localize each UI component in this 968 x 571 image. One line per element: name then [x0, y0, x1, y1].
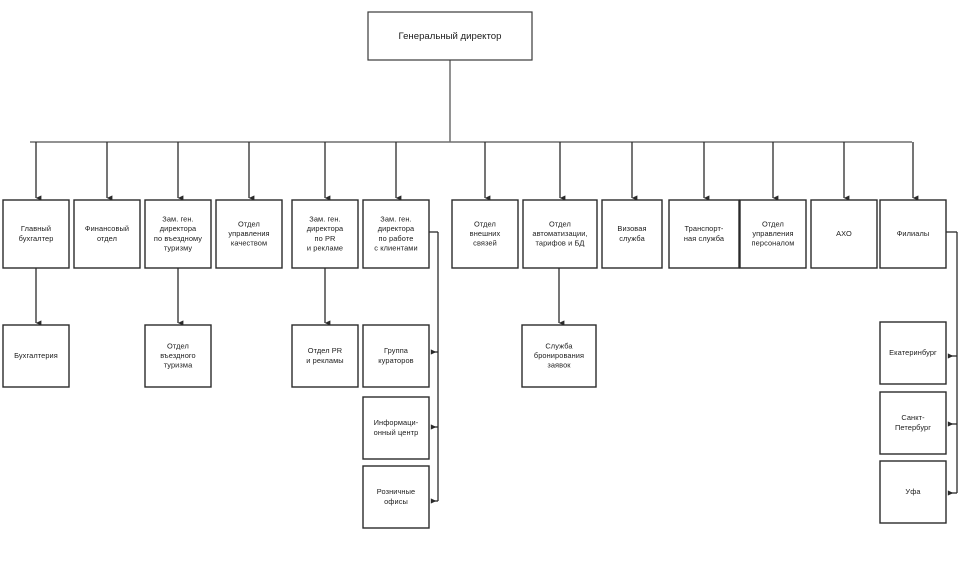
- node-box-deputy-client-work[interactable]: [362, 199, 430, 269]
- node-label-information-center: Информаци-онный центр: [374, 418, 419, 437]
- node-box-yekaterinburg[interactable]: [879, 321, 947, 385]
- node-box-hr-department[interactable]: [739, 199, 807, 269]
- node-label-branches: Филиалы: [897, 229, 930, 238]
- node-box-visa-service[interactable]: [601, 199, 663, 269]
- node-box-ufa[interactable]: [879, 460, 947, 524]
- node-label-transport-service: Транспорт-ная служба: [684, 224, 725, 243]
- node-transport-service[interactable]: Транспорт-ная служба: [668, 199, 740, 269]
- node-box-inbound-tourism[interactable]: [144, 324, 212, 388]
- node-box-retail-offices[interactable]: [362, 465, 430, 529]
- node-branches[interactable]: Филиалы: [879, 199, 947, 269]
- node-label-aho: АХО: [836, 229, 852, 238]
- node-label-accounting: Бухгалтерия: [14, 351, 58, 360]
- node-box-booking-service[interactable]: [521, 324, 597, 388]
- node-box-quality-management[interactable]: [215, 199, 283, 269]
- node-box-deputy-pr-advertising[interactable]: [291, 199, 359, 269]
- node-information-center[interactable]: Информаци-онный центр: [362, 396, 430, 460]
- node-yekaterinburg[interactable]: Екатеринбург: [879, 321, 947, 385]
- node-aho[interactable]: АХО: [810, 199, 878, 269]
- node-box-accounting[interactable]: [2, 324, 70, 388]
- node-box-transport-service[interactable]: [668, 199, 740, 269]
- node-box-curators-group[interactable]: [362, 324, 430, 388]
- node-box-pr-ad-department[interactable]: [291, 324, 359, 388]
- node-label-saint-petersburg: Санкт-Петербург: [895, 413, 931, 432]
- node-box-finance-department[interactable]: [73, 199, 141, 269]
- node-accounting[interactable]: Бухгалтерия: [2, 324, 70, 388]
- node-label-yekaterinburg: Екатеринбург: [889, 348, 937, 357]
- node-box-aho[interactable]: [810, 199, 878, 269]
- node-saint-petersburg[interactable]: Санкт-Петербург: [879, 391, 947, 455]
- node-box-external-relations[interactable]: [451, 199, 519, 269]
- node-box-chief-accountant[interactable]: [2, 199, 70, 269]
- node-label-ufa: Уфа: [905, 487, 921, 496]
- node-general-director[interactable]: Генеральный директор: [367, 11, 533, 61]
- node-box-deputy-inbound-tourism[interactable]: [144, 199, 212, 269]
- node-box-saint-petersburg[interactable]: [879, 391, 947, 455]
- node-ufa[interactable]: Уфа: [879, 460, 947, 524]
- node-label-general-director: Генеральный директор: [399, 31, 502, 42]
- connector-layer: [30, 60, 958, 504]
- node-box-general-director[interactable]: [367, 11, 533, 61]
- node-box-automation-tariffs-db[interactable]: [522, 199, 598, 269]
- node-box-branches[interactable]: [879, 199, 947, 269]
- node-box-information-center[interactable]: [362, 396, 430, 460]
